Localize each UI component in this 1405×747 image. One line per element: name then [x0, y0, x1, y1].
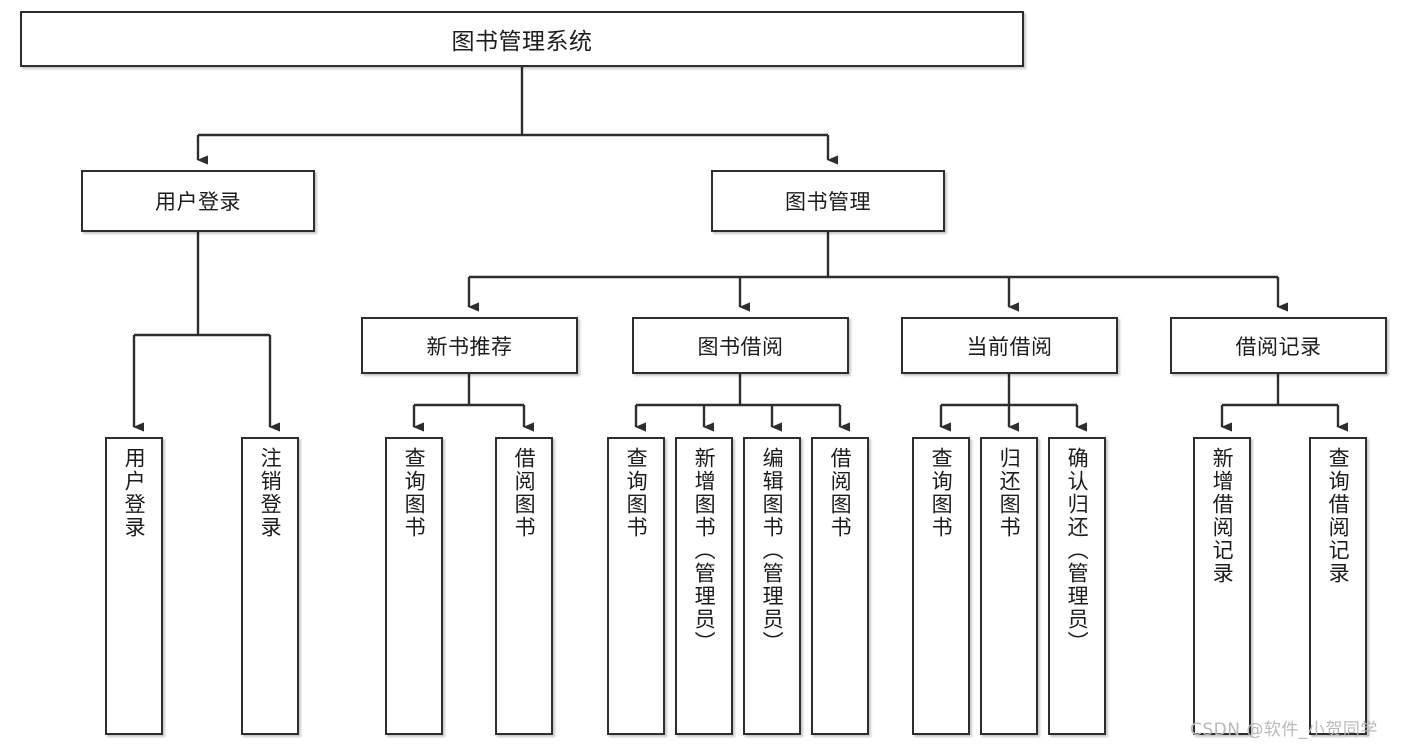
node-label: 图书管理 [785, 190, 871, 214]
node-label: 查询图书 [402, 447, 427, 539]
leaf-query-book-borrow[interactable]: 查询图书 [607, 437, 665, 735]
leaf-borrow-book[interactable]: 借阅图书 [811, 437, 869, 735]
node-label: 当前借阅 [966, 334, 1053, 359]
leaf-borrow-book-recommend[interactable]: 借阅图书 [495, 437, 553, 735]
leaf-query-book-recommend[interactable]: 查询图书 [385, 437, 443, 735]
leaf-add-book-admin[interactable]: 新增图书（管理员） [675, 437, 733, 735]
leaf-user-login[interactable]: 用户登录 [105, 437, 163, 735]
leaf-logout[interactable]: 注销登录 [241, 437, 299, 735]
node-label: 编辑图书（管理员） [760, 447, 785, 654]
node-label: 确认归还（管理员） [1065, 447, 1090, 654]
leaf-confirm-return-admin[interactable]: 确认归还（管理员） [1048, 437, 1106, 735]
node-label: 用户登录 [155, 190, 241, 214]
node-label: 借阅图书 [512, 447, 537, 539]
node-label: 查询图书 [624, 447, 649, 539]
node-label: 新增图书（管理员） [692, 447, 717, 654]
node-current-borrow[interactable]: 当前借阅 [901, 317, 1118, 374]
node-label: 借阅图书 [828, 447, 853, 539]
node-label: 用户登录 [122, 447, 147, 539]
node-label: 借阅记录 [1235, 334, 1322, 359]
node-book-borrow[interactable]: 图书借阅 [632, 317, 849, 374]
node-book-management[interactable]: 图书管理 [711, 170, 945, 232]
node-label: 图书借阅 [697, 334, 784, 359]
node-label: 注销登录 [258, 447, 283, 539]
node-root-book-management-system[interactable]: 图书管理系统 [20, 11, 1024, 67]
leaf-query-book-current[interactable]: 查询图书 [912, 437, 970, 735]
leaf-add-borrow-record[interactable]: 新增借阅记录 [1193, 437, 1251, 735]
node-label: 查询图书 [929, 447, 954, 539]
leaf-query-borrow-record[interactable]: 查询借阅记录 [1309, 437, 1367, 735]
node-label: 图书管理系统 [451, 29, 593, 55]
node-borrow-record[interactable]: 借阅记录 [1170, 317, 1387, 374]
node-label: 归还图书 [997, 447, 1022, 539]
node-user-login[interactable]: 用户登录 [81, 170, 315, 232]
leaf-edit-book-admin[interactable]: 编辑图书（管理员） [743, 437, 801, 735]
node-new-book-recommend[interactable]: 新书推荐 [361, 317, 578, 374]
node-label: 新书推荐 [426, 334, 513, 359]
node-label: 新增借阅记录 [1210, 447, 1235, 585]
leaf-return-book[interactable]: 归还图书 [980, 437, 1038, 735]
watermark-text: CSDN @软件_小贺同学 [1190, 720, 1378, 740]
node-label: 查询借阅记录 [1326, 447, 1351, 585]
